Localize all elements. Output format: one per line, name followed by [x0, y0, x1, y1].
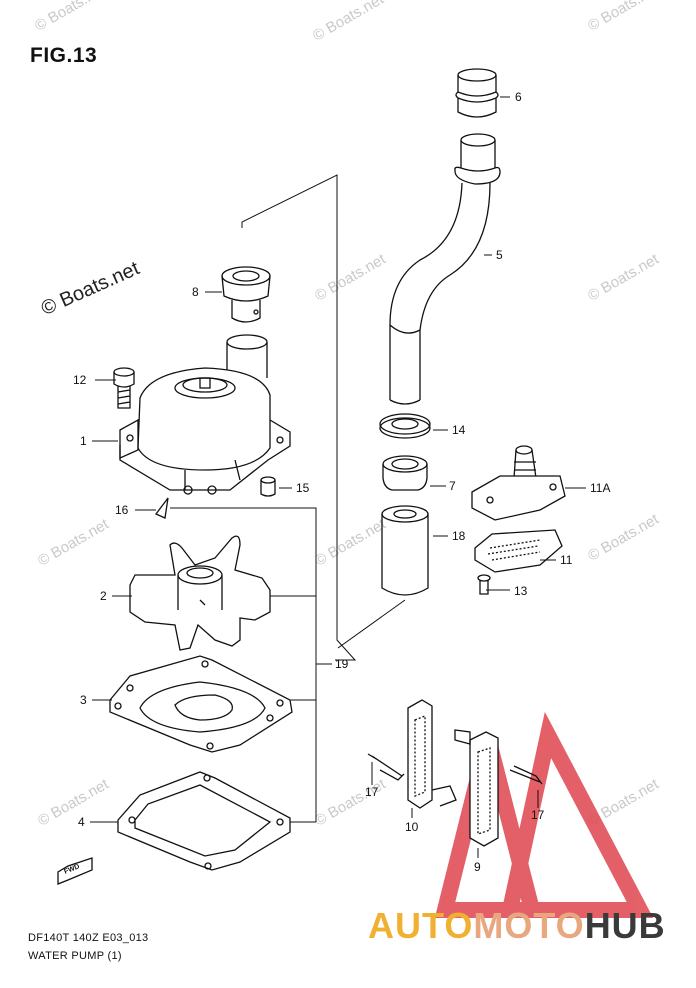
fwd-arrow-icon: [57, 857, 93, 885]
bushing-part: [221, 266, 271, 323]
callout-12: 12: [73, 373, 87, 387]
pump-case-part: [119, 334, 291, 495]
pin-part: [260, 476, 276, 497]
brand-part-1: AUTO: [368, 905, 474, 946]
seal-part: [382, 455, 428, 491]
brand-logo-icon: [434, 711, 654, 918]
bracket-part: [454, 729, 499, 847]
callout-17b: 17: [531, 808, 545, 822]
diagram-code: DF140T 140Z E03_013: [28, 932, 149, 944]
brand-part-3: HUB: [584, 905, 666, 946]
bolt-part: [113, 367, 135, 409]
screw-part: [367, 753, 405, 781]
sleeve-part: [381, 505, 429, 596]
callout-16: 16: [115, 503, 129, 517]
callout-10: 10: [405, 820, 419, 834]
callout-6: 6: [515, 90, 522, 104]
water-tube-part: [389, 133, 501, 405]
screen-part: [474, 529, 563, 573]
gasket-part: [117, 771, 291, 871]
screw-part: [477, 574, 491, 595]
grommet-part: [455, 68, 499, 118]
callout-7: 7: [449, 479, 456, 493]
impeller-part: [129, 535, 271, 651]
callout-2: 2: [100, 589, 107, 603]
figure-title: FIG.13: [30, 44, 98, 67]
bracket-part: [407, 699, 457, 809]
callout-18: 18: [452, 529, 466, 543]
diagram-name: WATER PUMP (1): [28, 950, 122, 962]
callout-13: 13: [514, 584, 528, 598]
plate-part: [109, 655, 293, 753]
callout-15: 15: [296, 481, 310, 495]
callout-9: 9: [474, 860, 481, 874]
callout-5: 5: [496, 248, 503, 262]
callout-11: 11: [560, 553, 573, 567]
brand-logo: AUTOMOTOHUB: [368, 905, 666, 947]
callout-19: 19: [335, 657, 349, 671]
callout-8: 8: [192, 285, 199, 299]
screw-part: [509, 765, 543, 785]
callout-14: 14: [452, 423, 466, 437]
callout-4: 4: [78, 815, 85, 829]
fitting-part: [471, 445, 566, 521]
callout-17a: 17: [365, 785, 379, 799]
key-part: [154, 497, 169, 519]
o-ring-part: [379, 413, 431, 439]
brand-part-2: MOTO: [473, 905, 585, 946]
callout-1: 1: [80, 434, 87, 448]
callout-11a: 11A: [590, 481, 611, 495]
callout-3: 3: [80, 693, 87, 707]
